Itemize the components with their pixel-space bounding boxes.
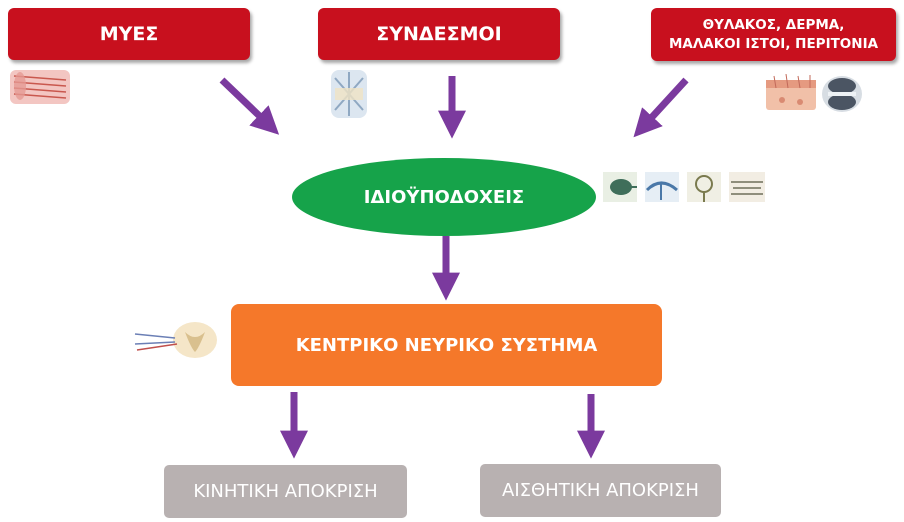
receptor-icons (603, 172, 765, 202)
proprioceptors-ellipse: ΙΔΙΟΫΠΟΔΟΧΕΙΣ (292, 158, 596, 236)
sensory-response-box: ΑΙΣΘΗΤΙΚΗ ΑΠΟΚΡΙΣΗ (480, 464, 721, 517)
cns-label: ΚΕΝΤΡΙΚΟ ΝΕΥΡΙΚΟ ΣΥΣΤΗΜΑ (295, 334, 598, 356)
joint-capsule-icon (822, 76, 862, 112)
muscle-tissue-icon (10, 70, 70, 104)
ligaments-box: ΣΥΝΔΕΣΜΟΙ (318, 8, 560, 60)
arrow-muscles-to-receptors (219, 77, 280, 135)
cns-box: ΚΕΝΤΡΙΚΟ ΝΕΥΡΙΚΟ ΣΥΣΤΗΜΑ (231, 304, 662, 386)
ligaments-label: ΣΥΝΔΕΣΜΟΙ (376, 23, 502, 45)
ligament-icon (331, 70, 367, 118)
muscles-label: ΜΥΕΣ (99, 23, 159, 45)
arrow-tissues-to-receptors (633, 77, 689, 138)
proprioceptors-label: ΙΔΙΟΫΠΟΔΟΧΕΙΣ (363, 186, 525, 208)
sensory-response-label: ΑΙΣΘΗΤΙΚΗ ΑΠΟΚΡΙΣΗ (502, 480, 699, 501)
tissues-label-line1: ΘΥΛΑΚΟΣ, ΔΕΡΜΑ, (702, 16, 845, 33)
motor-response-label: ΚΙΝΗΤΙΚΗ ΑΠΟΚΡΙΣΗ (193, 481, 378, 502)
tissues-label-line2: ΜΑΛΑΚΟΙ ΙΣΤΟΙ, ΠΕΡΙΤΟΝΙΑ (668, 35, 879, 52)
motor-response-box: ΚΙΝΗΤΙΚΗ ΑΠΟΚΡΙΣΗ (164, 465, 407, 518)
spinal-cord-icon (134, 322, 217, 358)
skin-tissue-icon (766, 74, 816, 110)
tissues-box: ΘΥΛΑΚΟΣ, ΔΕΡΜΑ, ΜΑΛΑΚΟΙ ΙΣΤΟΙ, ΠΕΡΙΤΟΝΙΑ (651, 8, 896, 61)
muscles-box: ΜΥΕΣ (8, 8, 250, 60)
